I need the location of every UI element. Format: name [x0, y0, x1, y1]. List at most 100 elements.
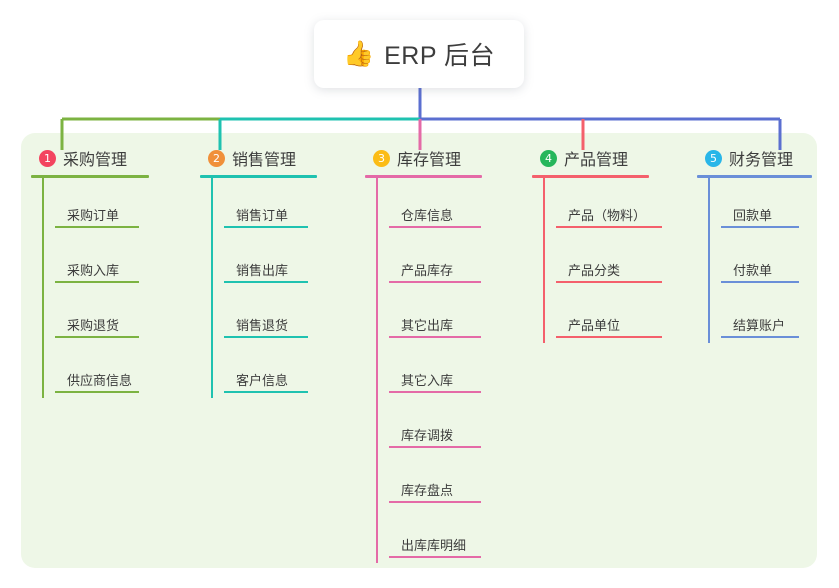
leaf-node[interactable]: 回款单 — [721, 178, 837, 233]
leaf-node-label: 采购订单 — [67, 208, 120, 223]
column-branch: 仓库信息产品库存其它出库其它入库库存调拨库存盘点出库库明细 — [365, 178, 517, 563]
column-header-rule — [31, 175, 149, 178]
leaf-node[interactable]: 销售出库 — [224, 233, 352, 288]
leaf-node-rule — [721, 226, 799, 228]
leaf-node[interactable]: 库存盘点 — [389, 453, 517, 508]
column-title: 库存管理 — [397, 152, 462, 169]
column-title: 采购管理 — [63, 152, 128, 169]
column-branch: 产品（物料） 产品分类产品单位 — [532, 178, 684, 343]
column-header-rule — [532, 175, 649, 178]
leaf-node[interactable]: 销售退货 — [224, 288, 352, 343]
leaf-node-label: 产品单位 — [568, 318, 621, 333]
leaf-node[interactable]: 结算账户 — [721, 288, 837, 343]
column-index-badge: 4 — [540, 149, 557, 167]
leaf-node-rule — [389, 556, 481, 558]
thumbs-up-icon: 👍 — [342, 39, 375, 68]
leaf-node-rule — [556, 281, 662, 283]
leaf-node-rule — [55, 281, 139, 283]
column-index-badge: 3 — [373, 149, 390, 167]
leaf-node-rule — [224, 391, 308, 393]
column-财务管理: 5 财务管理回款单付款单结算账户 — [697, 146, 837, 343]
leaf-node[interactable]: 出库库明细 — [389, 508, 517, 563]
leaf-node-label: 供应商信息 — [67, 373, 133, 388]
root-title: ERP 后台 — [384, 42, 496, 70]
leaf-node-rule — [55, 336, 139, 338]
leaf-node-label: 其它入库 — [401, 373, 454, 388]
column-header[interactable]: 2 销售管理 — [200, 146, 352, 170]
column-销售管理: 2 销售管理销售订单销售出库销售退货客户信息 — [200, 146, 352, 398]
leaf-node[interactable]: 采购入库 — [55, 233, 183, 288]
leaf-node-rule — [389, 336, 481, 338]
leaf-node[interactable]: 产品库存 — [389, 233, 517, 288]
branch-spine — [211, 178, 213, 398]
column-header-rule — [697, 175, 812, 178]
leaf-node-label: 产品（物料） — [568, 208, 647, 223]
column-branch: 采购订单采购入库采购退货供应商信息 — [31, 178, 183, 398]
leaf-node-label: 销售订单 — [236, 208, 289, 223]
leaf-node-label: 出库库明细 — [401, 538, 467, 553]
leaf-node-rule — [389, 226, 481, 228]
leaf-node[interactable]: 其它出库 — [389, 288, 517, 343]
column-header[interactable]: 5 财务管理 — [697, 146, 837, 170]
leaf-node[interactable]: 销售订单 — [224, 178, 352, 233]
leaf-node-label: 采购退货 — [67, 318, 120, 333]
leaf-node[interactable]: 仓库信息 — [389, 178, 517, 233]
column-branch: 回款单付款单结算账户 — [697, 178, 837, 343]
column-header-rule — [365, 175, 482, 178]
leaf-node-rule — [721, 281, 799, 283]
leaf-node[interactable]: 客户信息 — [224, 343, 352, 398]
leaf-node-rule — [721, 336, 799, 338]
column-header[interactable]: 3 库存管理 — [365, 146, 517, 170]
diagram-panel — [21, 133, 817, 568]
column-产品管理: 4 产品管理产品（物料） 产品分类产品单位 — [532, 146, 684, 343]
leaf-node-label: 其它出库 — [401, 318, 454, 333]
leaf-node-rule — [224, 281, 308, 283]
leaf-node-rule — [224, 336, 308, 338]
leaf-node-rule — [389, 446, 481, 448]
leaf-node[interactable]: 供应商信息 — [55, 343, 183, 398]
leaf-node-label: 销售退货 — [236, 318, 289, 333]
leaf-node-rule — [389, 391, 481, 393]
leaf-node-label: 销售出库 — [236, 263, 289, 278]
column-title: 销售管理 — [232, 152, 297, 169]
leaf-node-label: 采购入库 — [67, 263, 120, 278]
column-index-badge: 1 — [39, 149, 56, 167]
leaf-node-rule — [389, 501, 481, 503]
column-index-badge: 2 — [208, 149, 225, 167]
leaf-node-label: 结算账户 — [733, 318, 786, 333]
leaf-node[interactable]: 库存调拨 — [389, 398, 517, 453]
leaf-node-rule — [55, 391, 139, 393]
branch-spine — [42, 178, 44, 398]
branch-spine — [543, 178, 545, 343]
leaf-node-rule — [556, 336, 662, 338]
column-header[interactable]: 1 采购管理 — [31, 146, 183, 170]
leaf-node[interactable]: 采购退货 — [55, 288, 183, 343]
leaf-node-label: 库存盘点 — [401, 483, 454, 498]
leaf-node-rule — [556, 226, 662, 228]
leaf-node[interactable]: 产品（物料） — [556, 178, 684, 233]
column-header[interactable]: 4 产品管理 — [532, 146, 684, 170]
leaf-node-label: 库存调拨 — [401, 428, 454, 443]
column-title: 财务管理 — [729, 152, 794, 169]
leaf-node[interactable]: 其它入库 — [389, 343, 517, 398]
leaf-node-label: 付款单 — [733, 263, 773, 278]
leaf-node[interactable]: 产品单位 — [556, 288, 684, 343]
column-title: 产品管理 — [564, 152, 629, 169]
branch-spine — [376, 178, 378, 563]
leaf-node-label: 客户信息 — [236, 373, 289, 388]
leaf-node[interactable]: 付款单 — [721, 233, 837, 288]
leaf-node-rule — [224, 226, 308, 228]
leaf-node-label: 产品分类 — [568, 263, 621, 278]
column-采购管理: 1 采购管理采购订单采购入库采购退货供应商信息 — [31, 146, 183, 398]
column-header-rule — [200, 175, 317, 178]
leaf-node-rule — [55, 226, 139, 228]
leaf-node-rule — [389, 281, 481, 283]
root-node[interactable]: 👍 ERP 后台 — [314, 20, 524, 88]
branch-spine — [708, 178, 710, 343]
column-index-badge: 5 — [705, 149, 722, 167]
leaf-node[interactable]: 采购订单 — [55, 178, 183, 233]
leaf-node-label: 仓库信息 — [401, 208, 454, 223]
leaf-node-label: 产品库存 — [401, 263, 454, 278]
column-branch: 销售订单销售出库销售退货客户信息 — [200, 178, 352, 398]
leaf-node[interactable]: 产品分类 — [556, 233, 684, 288]
